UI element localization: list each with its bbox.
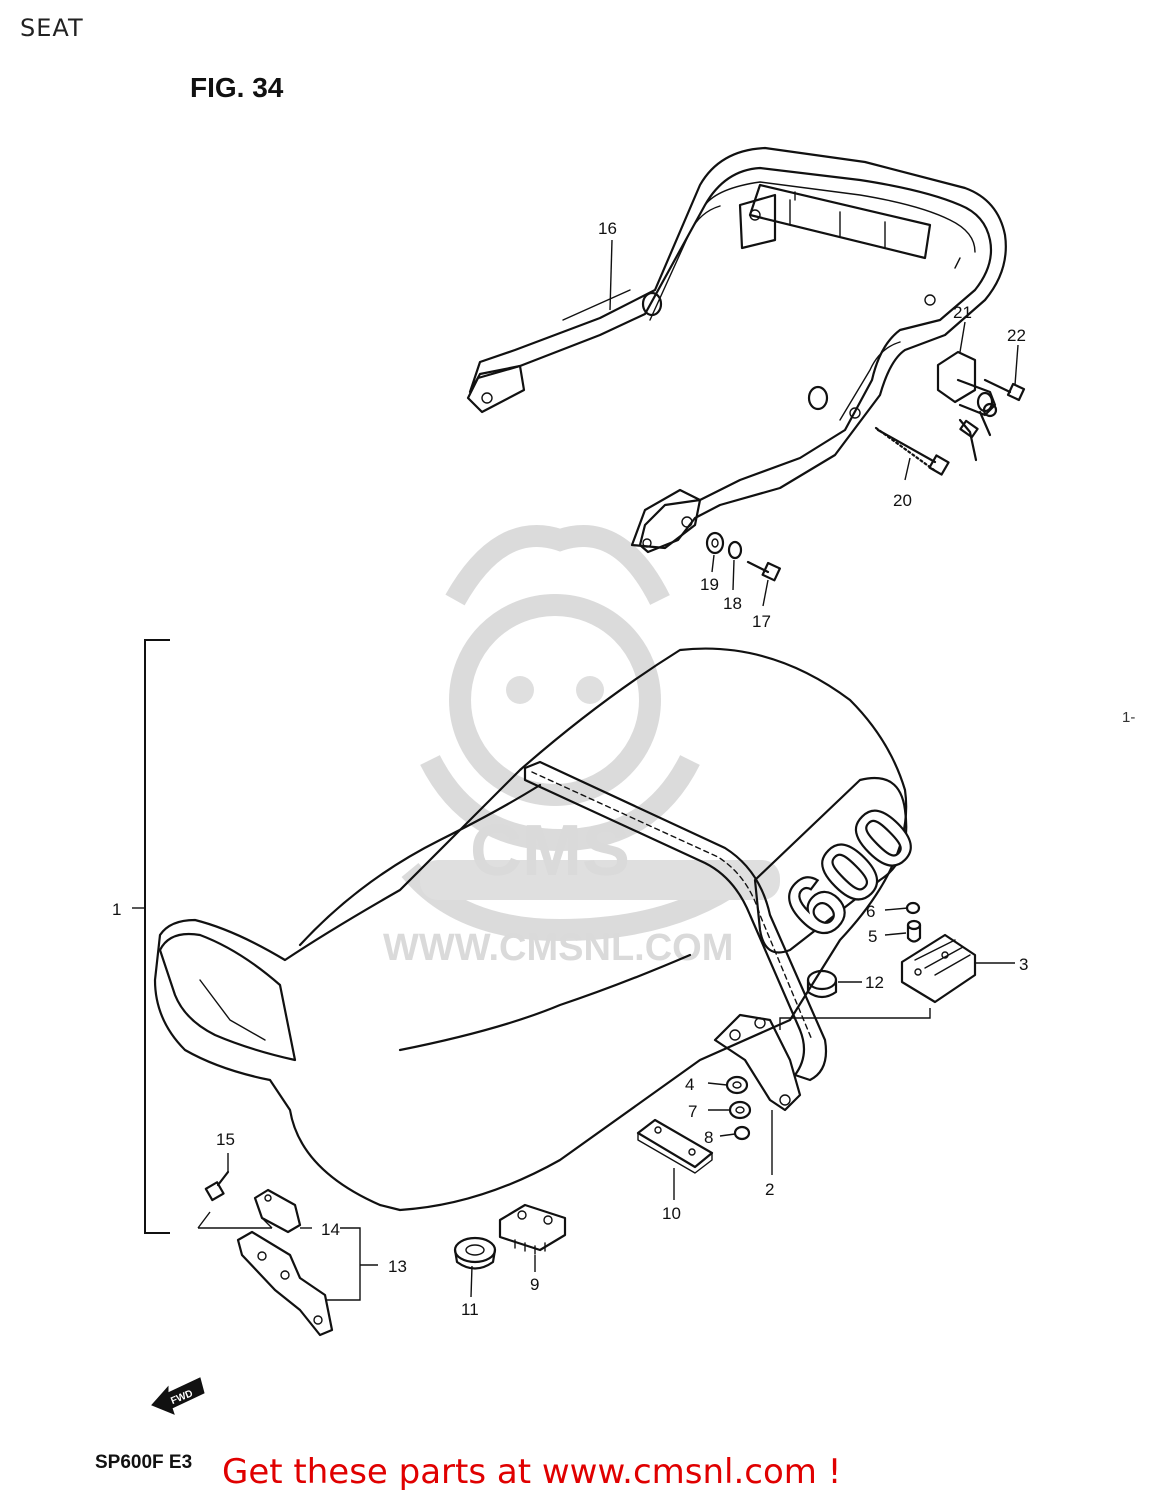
callout-8: 8 [704,1128,713,1147]
part-12-grommet [806,969,838,999]
part-4-washer [725,1075,749,1095]
callout-17: 17 [752,612,771,631]
seat-lock [936,350,998,462]
part-10-plate [636,1118,714,1174]
callout-16: 16 [598,219,617,238]
callout-15: 15 [216,1130,235,1149]
callout-10: 10 [662,1204,681,1223]
part-6-nut [905,901,921,915]
watermark-url: WWW.CMSNL.COM [383,927,733,969]
callout-2: 2 [765,1180,774,1199]
part-9-rubber-block [498,1203,567,1255]
callout-6: 6 [866,902,875,921]
leader-lines [132,239,1019,1301]
cms-watermark: CMS WWW.CMSNL.COM [383,525,780,969]
callout-11: 11 [461,1300,479,1319]
figure-label: FIG. 34 [190,72,284,103]
callout-1: 1 [112,900,121,919]
callout-19: 19 [700,575,719,594]
callout-7: 7 [688,1102,697,1121]
page-title: SEAT [20,14,84,42]
lockwasher-18 [727,540,743,560]
callout-4: 4 [685,1075,694,1094]
callout-3: 3 [1019,955,1028,974]
bolt-17 [746,560,781,582]
model-code: SP600F E3 [95,1452,193,1473]
callout-numbers: 1 2 3 4 5 6 7 8 9 10 11 12 13 14 15 16 1… [112,219,1028,1319]
seat-rail-frame [466,146,1007,554]
washer-19 [705,531,725,555]
callout-14: 14 [321,1220,340,1239]
callout-12: 12 [865,973,884,992]
part-13-bracket [236,1230,334,1337]
get-parts-link[interactable]: Get these parts at www.cmsnl.com ! [222,1452,842,1492]
callout-9: 9 [530,1275,539,1294]
part-8-nut [733,1125,751,1141]
callout-22: 22 [1007,326,1026,345]
callout-13: 13 [388,1257,407,1276]
part-5-spacer [906,919,922,943]
callout-5: 5 [868,927,877,946]
watermark-brand: CMS [470,811,630,891]
part-14-block [253,1188,302,1234]
fwd-arrow-icon: FWD [151,1377,205,1415]
part-15-bolt [204,1170,230,1202]
bolt-20 [874,426,950,476]
callout-18: 18 [723,594,742,613]
seat-badge-600: 600 [766,788,935,957]
callout-20: 20 [893,491,912,510]
part-3-rubber-pad [900,933,977,1004]
part-11-grommet [453,1236,497,1270]
stray-mark: 1- [1122,709,1135,726]
callout-21: 21 [953,303,972,322]
part-7-washer [728,1100,752,1120]
bolt-22 [983,378,1026,402]
